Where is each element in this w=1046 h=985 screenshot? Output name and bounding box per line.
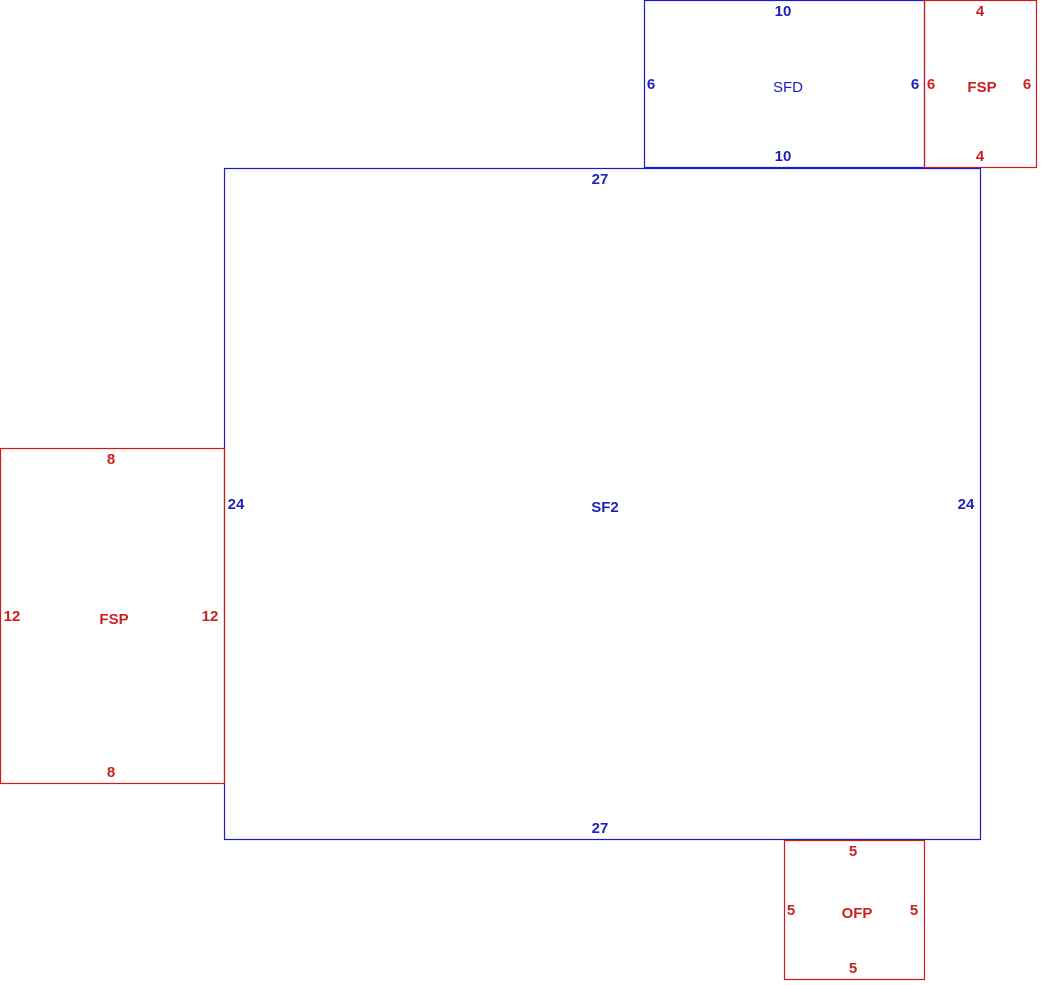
area-ofp-right-dim: 5 [910, 902, 918, 919]
area-sf2-label: SF2 [591, 499, 619, 516]
area-sf2-right-dim: 24 [958, 496, 975, 513]
area-sfd-left-dim: 6 [647, 76, 655, 93]
area-sf2-top-dim: 27 [592, 171, 609, 188]
area-sfd-label: SFD [773, 79, 803, 96]
area-fsp-top-outline [923, 0, 1038, 169]
area-fsp-top-right-dim: 6 [1023, 76, 1031, 93]
area-ofp-label: OFP [842, 905, 873, 922]
area-sfd[interactable]: 10 10 6 6 SFD [643, 0, 926, 169]
area-ofp-top-dim: 5 [849, 843, 857, 860]
area-fsp-left-outline [0, 447, 226, 785]
area-sfd-right-dim: 6 [911, 76, 919, 93]
area-fsp-left-left-dim: 12 [4, 608, 21, 625]
area-fsp-left-top-dim: 8 [107, 451, 115, 468]
area-ofp[interactable]: 5 5 5 5 OFP [783, 839, 926, 981]
area-sf2[interactable]: 27 27 24 24 SF2 [223, 167, 982, 841]
area-fsp-left-bottom-dim: 8 [107, 764, 115, 781]
area-ofp-bottom-dim: 5 [849, 960, 857, 977]
area-fsp-left-label: FSP [99, 611, 128, 628]
area-fsp-left[interactable]: 8 8 12 12 FSP [0, 447, 226, 785]
area-fsp-top-bottom-dim: 4 [976, 148, 985, 165]
area-fsp-left-right-dim: 12 [202, 608, 219, 625]
area-fsp-top-label: FSP [967, 79, 996, 96]
area-sfd-bottom-dim: 10 [775, 148, 792, 165]
area-ofp-left-dim: 5 [787, 902, 795, 919]
area-fsp-top-left-dim: 6 [927, 76, 935, 93]
area-sfd-top-dim: 10 [775, 3, 792, 20]
area-sf2-left-dim: 24 [228, 496, 245, 513]
area-ofp-outline [783, 839, 926, 981]
area-fsp-top[interactable]: 4 4 6 6 FSP [923, 0, 1038, 169]
area-sf2-bottom-dim: 27 [592, 820, 609, 837]
area-fsp-top-top-dim: 4 [976, 3, 985, 20]
